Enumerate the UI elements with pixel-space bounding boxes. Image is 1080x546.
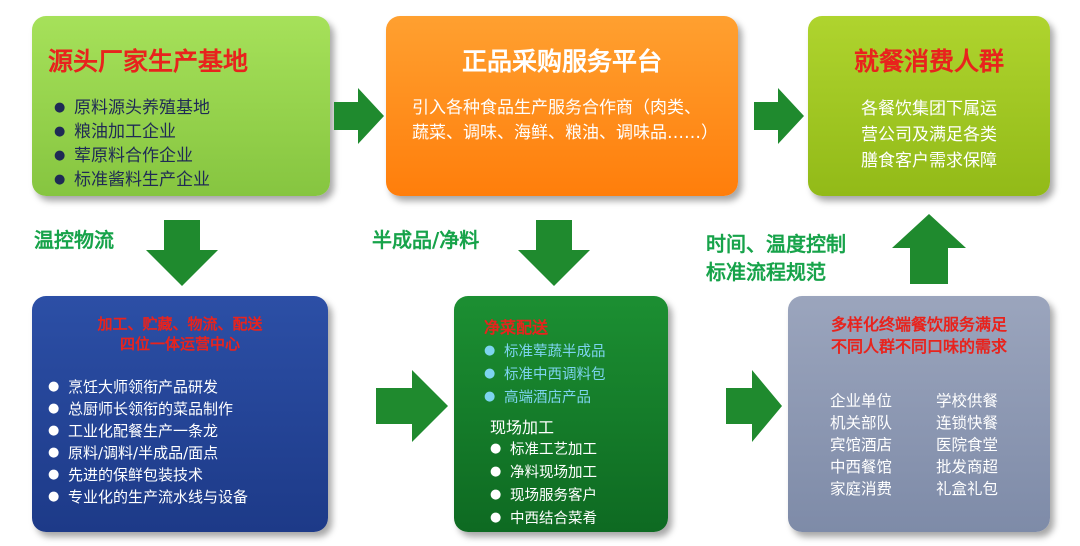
- source-box: 源头厂家生产基地 原料源头养殖基地 粮油加工企业 荤原料合作企业 标准酱料生产企…: [32, 16, 330, 196]
- list-item: 先进的保鲜包装技术: [48, 464, 248, 486]
- platform-description: 引入各种食品生产服务合作商（肉类、蔬菜、调味、海鲜、粮油、调味品……）: [412, 98, 718, 143]
- delivery-title: 净菜配送: [484, 318, 549, 337]
- list-item: 工业化配餐生产一条龙: [48, 420, 248, 442]
- list-item: 连锁快餐: [936, 414, 999, 432]
- list-item: 机关部队: [830, 414, 893, 432]
- service-column-left: 企业单位 机关部队 宾馆酒店 中西餐馆 家庭消费: [830, 390, 892, 500]
- consumer-line: 营公司及满足各类: [861, 125, 997, 145]
- list-item: 礼盒礼包: [936, 480, 999, 498]
- arrow-right-icon: [376, 370, 448, 442]
- platform-box: 正品采购服务平台 引入各种食品生产服务合作商（肉类、蔬菜、调味、海鲜、粮油、调味…: [386, 16, 738, 196]
- service-title: 多样化终端餐饮服务满足 不同人群不同口味的需求: [788, 314, 1050, 358]
- arrow-right-icon: [754, 88, 804, 144]
- control-label: 时间、温度控制 标准流程规范: [706, 230, 846, 286]
- service-column-right: 学校供餐 连锁快餐 医院食堂 批发商超 礼盒礼包: [936, 390, 998, 500]
- source-title: 源头厂家生产基地: [48, 47, 249, 76]
- arrow-right-icon: [726, 370, 782, 442]
- list-item: 专业化的生产流水线与设备: [48, 486, 248, 508]
- list-item: 高端酒店产品: [484, 386, 606, 409]
- list-item: 原料/调料/半成品/面点: [48, 442, 248, 464]
- operation-center-title-line: 四位一体运营中心: [119, 335, 240, 353]
- operation-center-title: 加工、贮藏、物流、配送 四位一体运营中心: [32, 314, 328, 354]
- arrow-down-icon: [518, 220, 590, 286]
- list-item: 总厨师长领衔的菜品制作: [48, 398, 248, 420]
- service-box: 多样化终端餐饮服务满足 不同人群不同口味的需求 企业单位 机关部队 宾馆酒店 中…: [788, 296, 1050, 532]
- consumer-title: 就餐消费人群: [853, 47, 1004, 76]
- consumer-description: 各餐饮集团下属运 营公司及满足各类 膳食客户需求保障: [808, 96, 1050, 174]
- list-item: 家庭消费: [830, 480, 893, 498]
- list-item: 中西餐馆: [830, 458, 893, 476]
- operation-center-list: 烹饪大师领衔产品研发 总厨师长领衔的菜品制作 工业化配餐生产一条龙 原料/调料/…: [48, 376, 248, 508]
- consumer-line: 各餐饮集团下属运: [861, 99, 997, 119]
- list-item: 标准酱料生产企业: [54, 168, 210, 192]
- logistics-label: 温控物流: [34, 228, 114, 252]
- list-item: 中西结合菜肴: [490, 507, 597, 530]
- source-list: 原料源头养殖基地 粮油加工企业 荤原料合作企业 标准酱料生产企业: [54, 96, 210, 192]
- list-item: 原料源头养殖基地: [54, 96, 210, 120]
- service-title-line: 不同人群不同口味的需求: [830, 337, 1007, 356]
- list-item: 企业单位: [830, 392, 893, 410]
- delivery-cold-list: 标准荤蔬半成品 标准中西调料包 高端酒店产品: [484, 340, 606, 409]
- semi-finished-label: 半成品/净料: [372, 228, 480, 252]
- list-item: 净料现场加工: [490, 461, 597, 484]
- list-item: 医院食堂: [936, 436, 999, 454]
- site-processing-list: 标准工艺加工 净料现场加工 现场服务客户 中西结合菜肴: [490, 438, 597, 530]
- operation-center-box: 加工、贮藏、物流、配送 四位一体运营中心 烹饪大师领衔产品研发 总厨师长领衔的菜…: [32, 296, 328, 532]
- operation-center-title-line: 加工、贮藏、物流、配送: [97, 315, 263, 333]
- list-item: 烹饪大师领衔产品研发: [48, 376, 248, 398]
- arrow-up-icon: [892, 214, 966, 284]
- control-label-line: 标准流程规范: [706, 260, 826, 284]
- control-label-line: 时间、温度控制: [706, 232, 846, 256]
- list-item: 学校供餐: [936, 392, 999, 410]
- consumer-line: 膳食客户需求保障: [861, 151, 997, 171]
- list-item: 标准工艺加工: [490, 438, 597, 461]
- platform-title: 正品采购服务平台: [461, 47, 662, 76]
- list-item: 粮油加工企业: [54, 120, 210, 144]
- list-item: 标准中西调料包: [484, 363, 606, 386]
- delivery-box: 净菜配送 标准荤蔬半成品 标准中西调料包 高端酒店产品 现场加工 标准工艺加工 …: [454, 296, 668, 532]
- service-title-line: 多样化终端餐饮服务满足: [830, 315, 1007, 334]
- arrow-down-icon: [146, 220, 218, 286]
- list-item: 宾馆酒店: [830, 436, 893, 454]
- list-item: 荤原料合作企业: [54, 144, 210, 168]
- arrow-right-icon: [334, 88, 384, 144]
- list-item: 现场服务客户: [490, 484, 597, 507]
- list-item: 标准荤蔬半成品: [484, 340, 606, 363]
- consumer-box: 就餐消费人群 各餐饮集团下属运 营公司及满足各类 膳食客户需求保障: [808, 16, 1050, 196]
- list-item: 批发商超: [936, 458, 999, 476]
- site-processing-title: 现场加工: [490, 418, 555, 437]
